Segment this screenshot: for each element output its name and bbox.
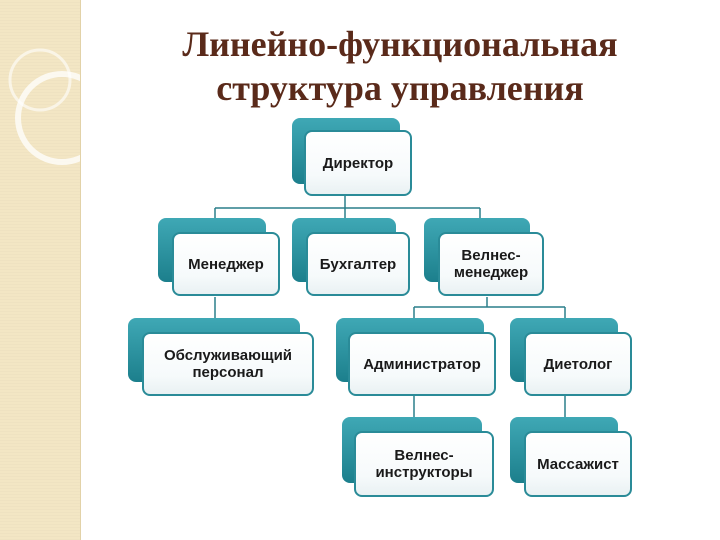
title-line-2: структура управления bbox=[216, 68, 584, 108]
node-dietitian-label: Диетолог bbox=[524, 332, 632, 396]
node-wellness-instructors: Велнес-инструкторы bbox=[342, 417, 498, 499]
node-manager: Менеджер bbox=[158, 218, 282, 298]
node-wellness-instructors-label: Велнес-инструкторы bbox=[354, 431, 494, 497]
slide-title: Линейно-функциональная структура управле… bbox=[120, 22, 680, 110]
node-wellness-manager-label: Велнес-менеджер bbox=[438, 232, 544, 296]
node-massage-therapist-label: Массажист bbox=[524, 431, 632, 497]
title-line-1: Линейно-функциональная bbox=[182, 24, 618, 64]
decorative-side-band bbox=[0, 0, 81, 540]
node-director-label: Директор bbox=[304, 130, 412, 196]
node-accountant-label: Бухгалтер bbox=[306, 232, 410, 296]
node-manager-label: Менеджер bbox=[172, 232, 280, 296]
node-wellness-manager: Велнес-менеджер bbox=[424, 218, 546, 298]
node-accountant: Бухгалтер bbox=[292, 218, 412, 298]
node-massage-therapist: Массажист bbox=[510, 417, 634, 499]
node-administrator-label: Администратор bbox=[348, 332, 496, 396]
node-service-staff-label: Обслуживающий персонал bbox=[142, 332, 314, 396]
node-director: Директор bbox=[292, 118, 414, 198]
node-service-staff: Обслуживающий персонал bbox=[128, 318, 316, 398]
node-administrator: Администратор bbox=[336, 318, 498, 398]
decorative-circles bbox=[8, 48, 80, 165]
node-dietitian: Диетолог bbox=[510, 318, 634, 398]
